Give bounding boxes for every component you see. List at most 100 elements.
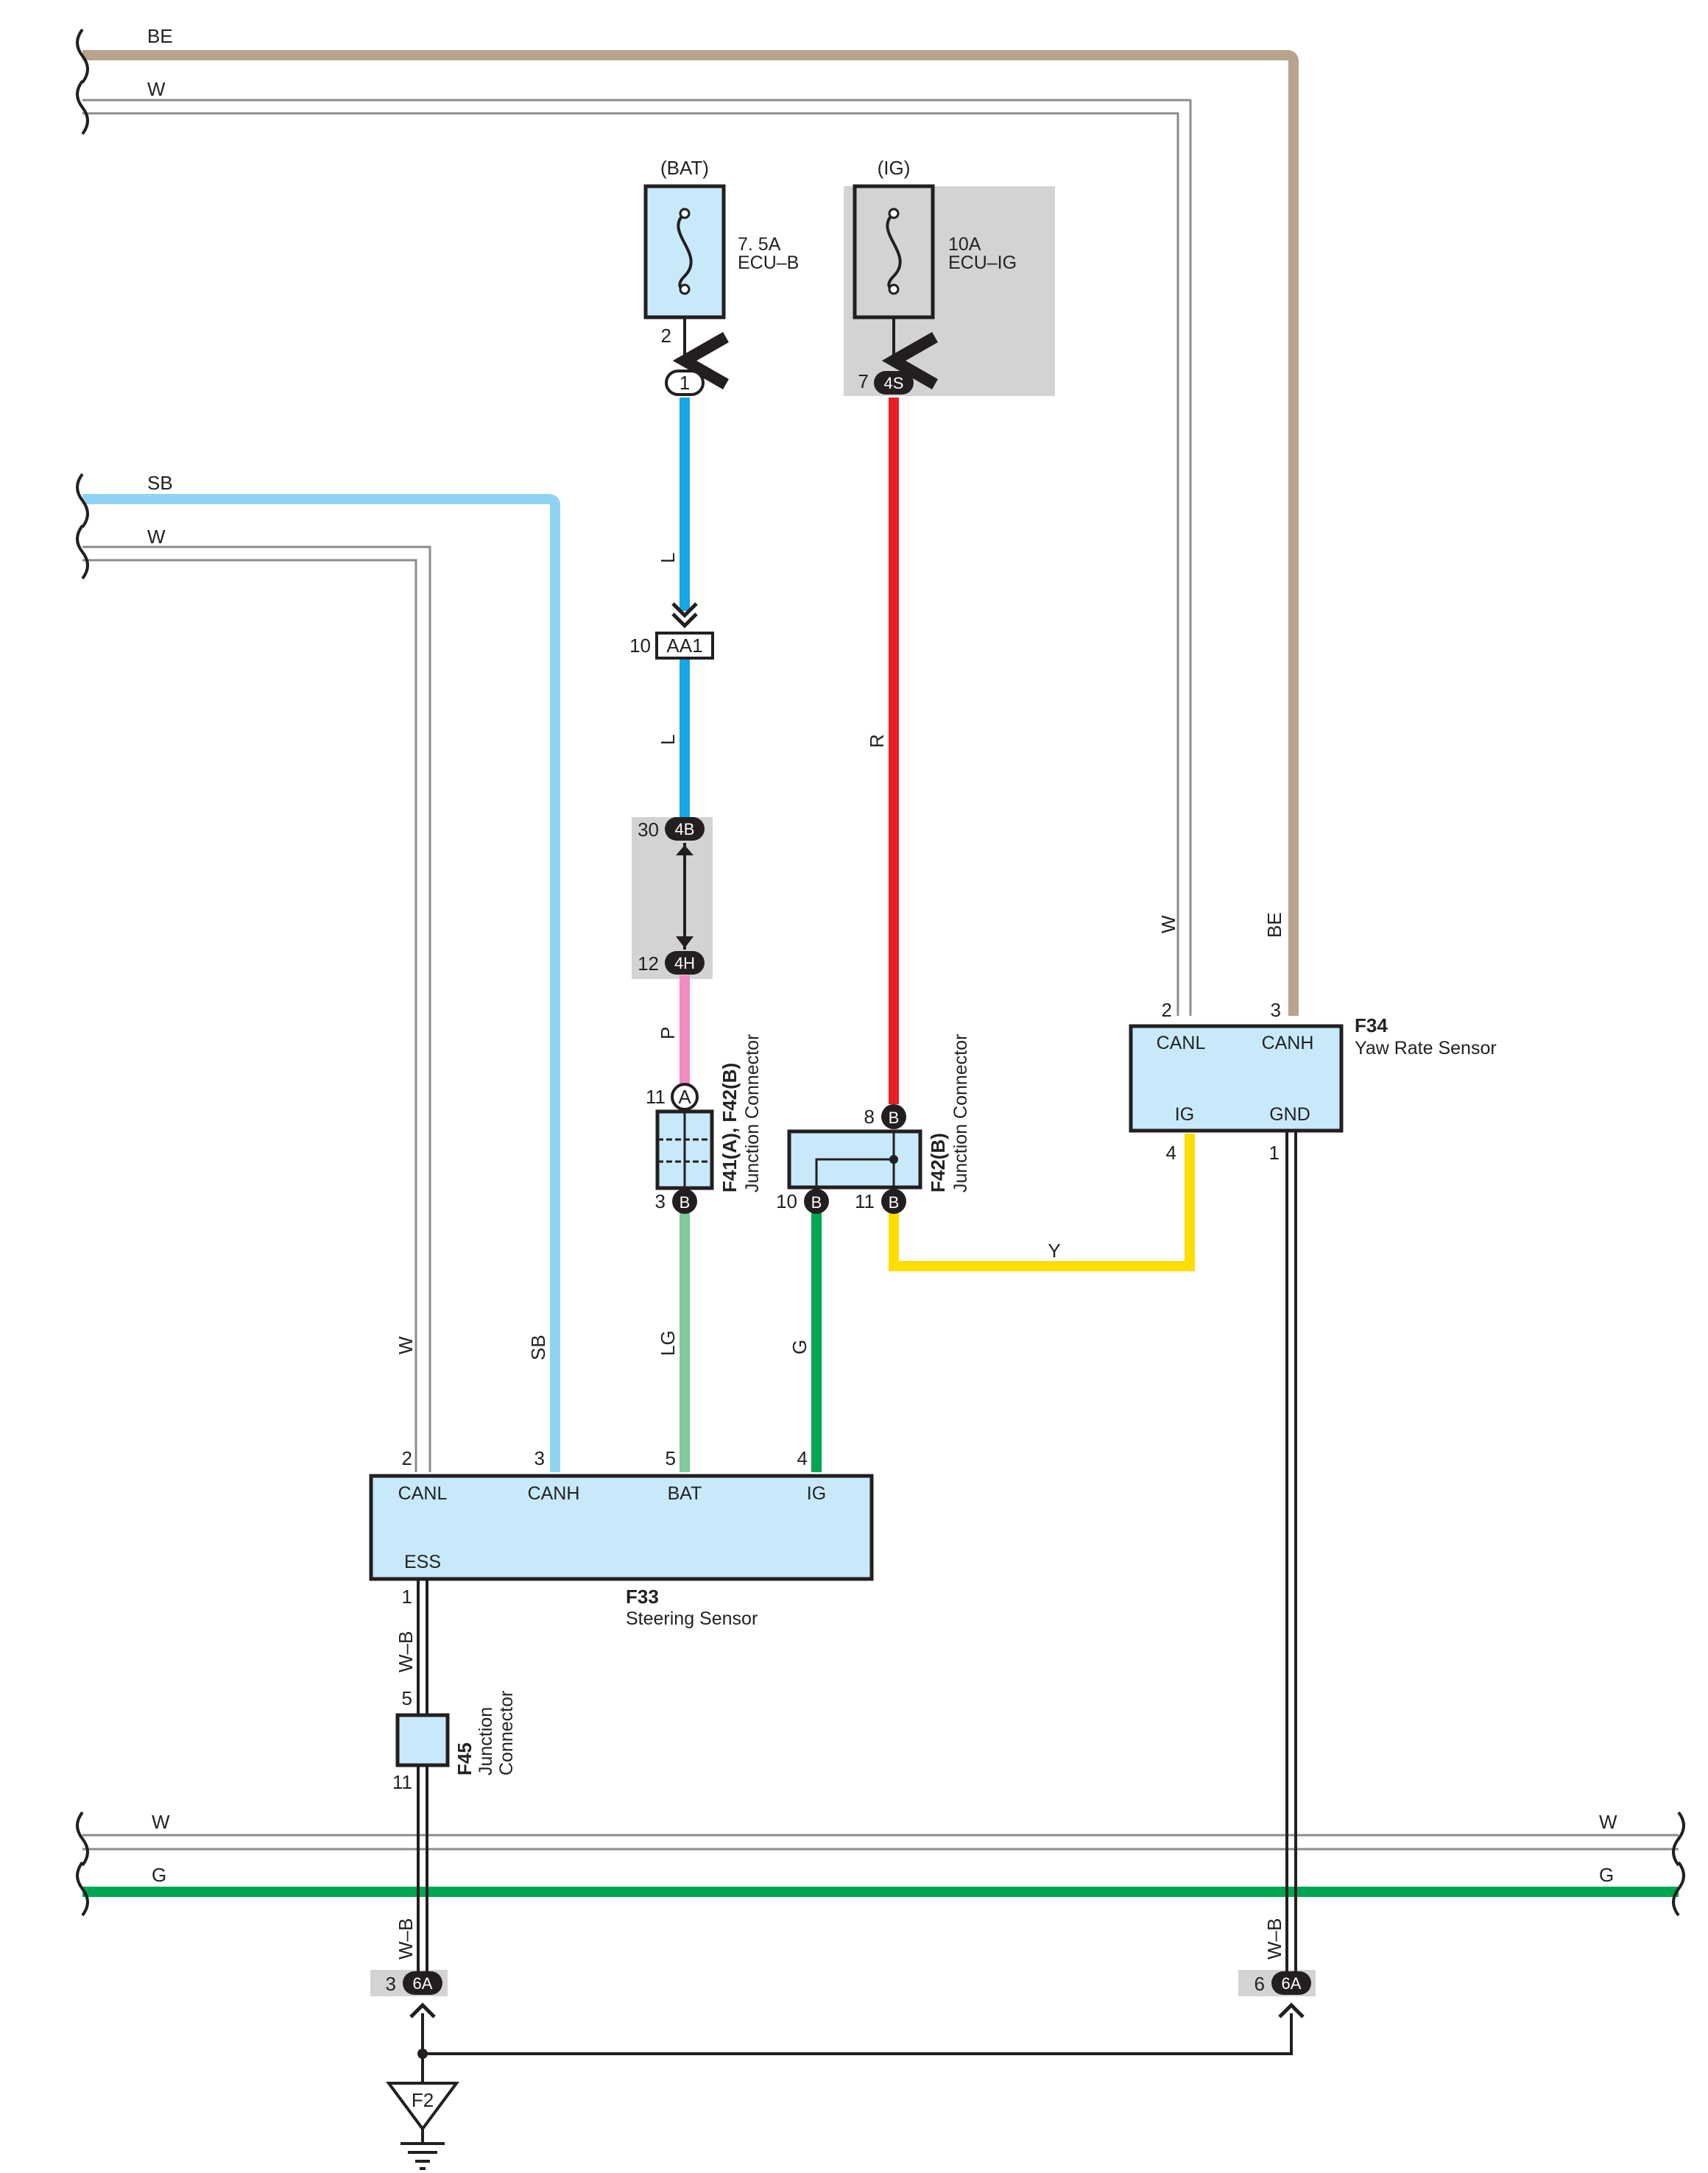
f42-connector-bottom-right <box>881 1189 906 1214</box>
wire-label-y: Y <box>1048 1240 1060 1262</box>
connector-4h <box>665 951 705 975</box>
f33-pin-number-ig: 4 <box>797 1447 808 1469</box>
break-marks <box>76 28 1685 1917</box>
f34-pin-gnd: GND <box>1269 1104 1310 1125</box>
bat-fuse-name: ECU–B <box>738 252 799 273</box>
f34-pin-canl: CANL <box>1157 1033 1206 1053</box>
f41-connector-a-pin: 11 <box>646 1086 666 1108</box>
wire-label-g-ig: G <box>788 1340 811 1354</box>
f33-code: F33 <box>626 1586 659 1608</box>
wire-label-wb-f45: W–B <box>395 1631 417 1672</box>
f33-pin-canh: CANH <box>528 1483 580 1504</box>
wire-label-r: R <box>866 734 888 748</box>
wb-wire-f33-left <box>417 1577 428 1988</box>
connector-4s-label: 4S <box>884 374 904 392</box>
f41-connector-b <box>672 1189 697 1214</box>
bat-fuse-pin: 2 <box>661 325 671 347</box>
wire-label-w-f34: W <box>1157 915 1179 933</box>
f33-pin-number-ess: 1 <box>402 1586 412 1608</box>
wire-label-wb-ground-left: W–B <box>395 1918 417 1960</box>
wire-label-l-upper: L <box>657 553 679 563</box>
f45-pin-bottom: 11 <box>392 1771 412 1793</box>
ground-connector-6a-left-pin: 3 <box>386 1973 396 1995</box>
y-wire <box>889 1134 1195 1271</box>
f41-code: F41(A), F42(B) <box>719 1063 741 1192</box>
f42-connector-br-pin: 11 <box>855 1190 875 1212</box>
connector-4s <box>874 371 914 395</box>
f34-pin-number-gnd: 1 <box>1269 1142 1280 1164</box>
wire-label-g-bottom-right: G <box>1599 1864 1614 1886</box>
ground-symbol <box>386 2082 459 2132</box>
f33-pin-bat: BAT <box>668 1483 702 1504</box>
f45-name-line1: Junction <box>476 1707 496 1776</box>
ig-fuse-rating: 10A <box>948 234 981 255</box>
connector-4h-pin: 12 <box>638 953 659 975</box>
f33-pin-number-canh: 3 <box>534 1447 545 1469</box>
connector-4h-label: 4H <box>674 954 695 972</box>
be-bus-wire <box>82 50 1299 1016</box>
w-bus-wire-inner <box>82 112 1179 1016</box>
f41-connector-a <box>671 1083 699 1111</box>
wb-wire-f34-right <box>1285 1130 1297 1988</box>
ground-connector-6a-left <box>403 1971 442 1995</box>
wire-label-w-f33: W <box>395 1336 417 1354</box>
connector-aa1-label: AA1 <box>666 635 702 657</box>
connector-1 <box>665 370 705 396</box>
ground-connector-6a-right-pin: 6 <box>1254 1973 1265 1995</box>
f45-code: F45 <box>454 1742 476 1776</box>
f41-name: Junction Connector <box>742 1034 763 1192</box>
f33-pin-ig: IG <box>807 1483 826 1504</box>
f45-pin-top: 5 <box>402 1687 412 1709</box>
f45-junction-connector <box>395 1713 450 1767</box>
f42-connector-top <box>881 1104 906 1129</box>
connector-4b <box>665 817 705 841</box>
f41-connector-a-label: A <box>678 1086 691 1108</box>
wire-label-l-lower: L <box>657 735 679 745</box>
ground-label: F2 <box>412 2089 434 2111</box>
f34-yaw-rate-sensor <box>1129 1024 1344 1133</box>
connector-4b-pin: 30 <box>638 819 659 841</box>
f33-name: Steering Sensor <box>626 1608 758 1629</box>
sb-bus-wire <box>82 494 560 1472</box>
ground-join-wire <box>421 2013 1293 2055</box>
f34-pin-ig: IG <box>1175 1104 1194 1125</box>
f33-pin-ess: ESS <box>404 1552 441 1572</box>
wire-label-w-top: W <box>147 78 166 100</box>
f33-pin-canl: CANL <box>398 1483 448 1504</box>
connector-4b-label: 4B <box>675 820 695 838</box>
bat-fuse-header: (BAT) <box>660 157 709 179</box>
f42-connector-top-pin: 8 <box>864 1106 875 1128</box>
ground-connector-6a-right <box>1271 1971 1311 1995</box>
wire-label-w-bottom-left: W <box>152 1811 170 1833</box>
f42-connector-bottom-left <box>804 1189 829 1214</box>
f33-steering-sensor <box>369 1474 874 1581</box>
f42-junction-box <box>787 1129 922 1190</box>
ground-connector-6a-left-label: 6A <box>413 1974 433 1993</box>
wire-label-w-bottom-right: W <box>1599 1811 1617 1833</box>
bat-fuse-rating: 7. 5A <box>738 234 781 255</box>
f45-name-line2: Connector <box>496 1691 517 1776</box>
connector-1-label: 1 <box>680 372 690 394</box>
wire-label-be-top: BE <box>147 25 173 47</box>
connector-aa1 <box>655 632 714 660</box>
wire-label-p: P <box>657 1027 679 1039</box>
connector-aa1-pin: 10 <box>629 635 651 657</box>
f34-pin-number-ig: 4 <box>1166 1142 1176 1164</box>
w-bus-wire-outer <box>82 99 1192 1016</box>
wire-label-g-bottom-left: G <box>152 1864 166 1886</box>
wire-label-sb-f33: SB <box>527 1335 549 1360</box>
ig-fuse-header: (IG) <box>878 157 911 179</box>
f41-connector-b-pin: 3 <box>655 1190 666 1212</box>
ig-fuse-shade <box>844 186 1055 396</box>
wire-label-w-left: W <box>147 526 166 548</box>
ig-fuse-pin: 7 <box>858 370 869 392</box>
f34-pin-canh: CANH <box>1262 1033 1314 1053</box>
f42-name: Junction Connector <box>950 1034 971 1192</box>
bat-fuse-box <box>643 184 726 319</box>
w-left-wire-outer <box>82 545 431 1472</box>
wire-label-lg: LG <box>657 1330 679 1356</box>
f42-connector-bl-pin: 10 <box>776 1190 797 1212</box>
f42-connector-bl-label: B <box>811 1193 822 1212</box>
f34-code: F34 <box>1355 1014 1388 1036</box>
f41-connector-b-label: B <box>680 1193 691 1212</box>
